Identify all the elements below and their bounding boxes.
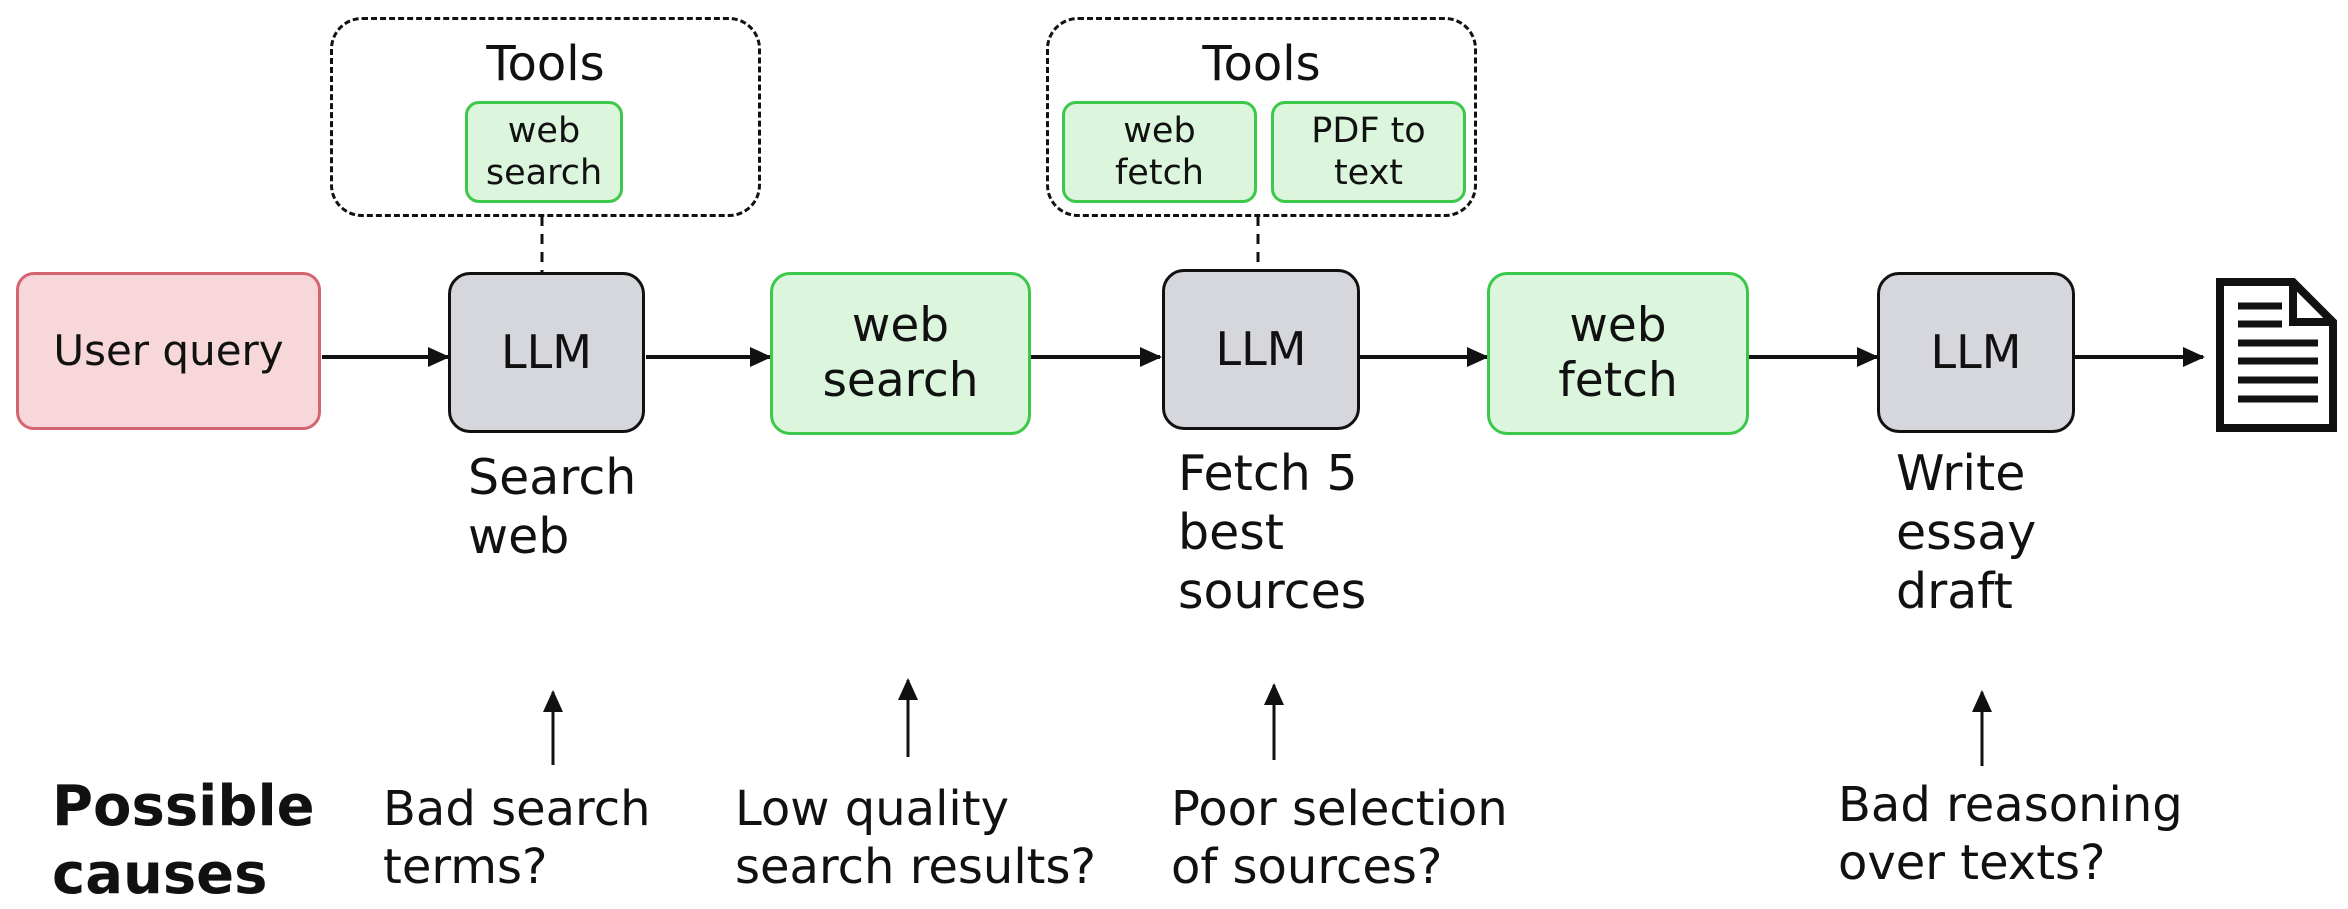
llm-3-caption: Write essay draft (1896, 445, 2037, 620)
tools-group-1 (330, 17, 761, 217)
cause-item-3: Poor selection of sources? (1171, 781, 1508, 895)
tool-web-fetch-chip: web fetch (1062, 101, 1257, 203)
llm-node-3: LLM (1877, 272, 2075, 433)
user-query-node: User query (16, 272, 321, 430)
tools-group-2 (1046, 17, 1477, 217)
cause-item-4: Bad reasoning over texts? (1838, 777, 2183, 891)
tool-web-search-chip: web search (465, 101, 623, 203)
document-icon (2216, 278, 2337, 432)
tool-pdf-to-text-chip: PDF to text (1271, 101, 1466, 203)
tools-group-1-title: Tools (486, 36, 605, 92)
possible-causes-heading: Possible causes (52, 774, 315, 907)
llm-node-1: LLM (448, 272, 645, 433)
llm-2-caption: Fetch 5 best sources (1178, 445, 1367, 620)
cause-item-2: Low quality search results? (735, 781, 1096, 895)
web-fetch-node: web fetch (1487, 272, 1749, 435)
tools-group-2-title: Tools (1202, 36, 1321, 92)
llm-1-caption: Search web (468, 449, 637, 565)
cause-item-1: Bad search terms? (383, 781, 651, 895)
llm-node-2: LLM (1162, 269, 1360, 430)
web-search-node: web search (770, 272, 1031, 435)
